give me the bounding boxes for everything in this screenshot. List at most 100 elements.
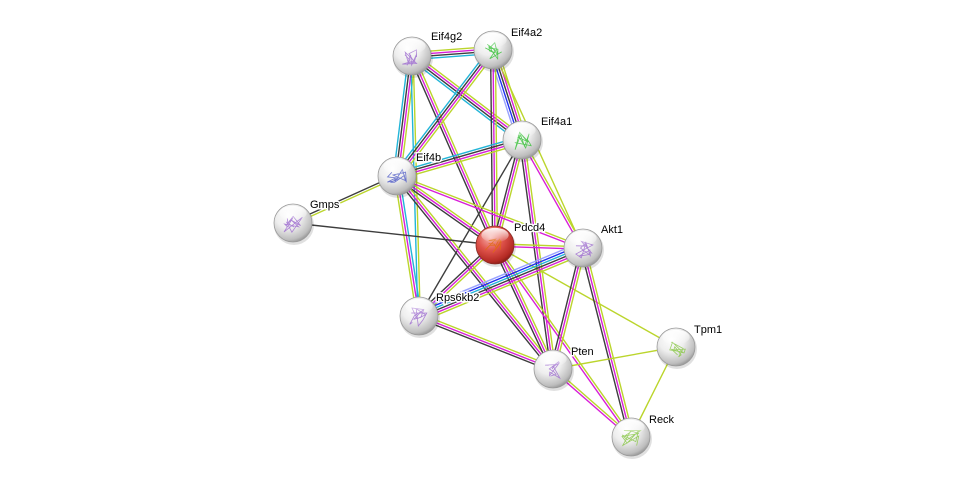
edge-evidence-black [395, 55, 412, 176]
node-label-halo: Eif4g2 [431, 31, 462, 43]
edge-gmps-pdcd4[interactable] [292, 222, 496, 246]
edge-evidence-yellow [554, 248, 587, 370]
node-gloss [383, 158, 411, 174]
protein-structure-icon [621, 430, 642, 447]
node-label: Eif4g2 [431, 31, 462, 43]
edge-evidence-yellow [419, 313, 555, 368]
node-gloss [481, 227, 509, 243]
edge-evidence-cyan [392, 55, 410, 176]
edge-evidence-yellow [584, 247, 635, 437]
edge-evidence-black [417, 317, 553, 372]
edge-evidence-yellow [421, 252, 586, 323]
edge-evidence-cyan [398, 175, 423, 316]
edge-pdcd4-tpm1[interactable] [494, 244, 677, 348]
edge-akt1-rps6kb2[interactable] [416, 241, 586, 323]
edge-evidence-black [394, 177, 552, 371]
edge-evidence-magenta [520, 140, 583, 249]
edge-akt1-pten[interactable] [549, 247, 587, 370]
node-label-halo: Gmps [310, 199, 340, 211]
protein-structure-icon [514, 131, 532, 150]
edge-evidence-black [292, 222, 496, 246]
node-label: Eif4a1 [541, 116, 572, 128]
edge-evidence-magenta [396, 175, 554, 370]
node-gloss [479, 32, 507, 48]
edge-eif4b-pten[interactable] [394, 174, 556, 371]
edge-evidence-magenta [494, 244, 554, 370]
node-label-halo: Eif4a1 [541, 116, 572, 128]
edge-evidence-magenta [418, 315, 554, 370]
edge-evidence-yellow [393, 176, 418, 317]
edge-eif4g2-eif4a1[interactable] [409, 52, 525, 144]
edge-evidence-yellow [494, 244, 677, 348]
node-label: Tpm1 [694, 324, 722, 336]
edge-eif4b-pdcd4[interactable] [395, 173, 497, 248]
node-gloss [539, 351, 567, 367]
protein-structure-icon [485, 41, 502, 61]
edge-evidence-black [396, 138, 522, 176]
edge-eif4a1-eif4b[interactable] [395, 135, 524, 181]
node-label-halo: Pdcd4 [514, 222, 545, 234]
edge-evidence-yellow [398, 174, 556, 368]
edge-akt1-reck[interactable] [579, 247, 635, 438]
edge-rps6kb2-pten[interactable] [417, 313, 555, 372]
node-gloss [508, 122, 536, 138]
node-gloss [662, 329, 690, 345]
edge-pten-tpm1[interactable] [552, 346, 677, 370]
edge-evidence-magenta [397, 50, 495, 178]
edge-evidence-yellow [494, 49, 499, 245]
edge-evidence-black [395, 48, 493, 176]
edge-evidence-black [579, 248, 630, 438]
edge-evidence-yellow [523, 139, 557, 369]
node-label: Gmps [310, 199, 340, 211]
edge-evidence-magenta [396, 175, 420, 317]
edge-eif4b-rps6kb2[interactable] [393, 175, 423, 317]
edge-evidence-yellow [397, 174, 584, 248]
edge-eif4a1-pten[interactable] [518, 139, 557, 370]
edge-evidence-yellow [397, 142, 524, 181]
node-label: Reck [649, 414, 675, 426]
node-gloss [569, 230, 597, 246]
edge-eif4a2-eif4b[interactable] [393, 47, 497, 179]
edge-evidence-black [492, 245, 552, 371]
edge-evidence-blue [417, 244, 582, 314]
node-gloss [279, 205, 307, 221]
node-gloss [398, 38, 426, 54]
edge-evidence-magenta [397, 140, 523, 178]
node-label-halo: Akt1 [601, 224, 623, 236]
edge-eif4b-akt1[interactable] [396, 174, 584, 250]
edge-evidence-magenta [521, 139, 554, 370]
edge-evidence-cyan [409, 58, 521, 144]
edge-evidence-magenta [411, 55, 496, 246]
edge-evidence-black [518, 140, 552, 370]
node-label-halo: Reck [649, 414, 675, 426]
node-label: Rps6kb2 [436, 292, 479, 304]
edge-evidence-cyan [393, 47, 491, 175]
edge-evidence-black [410, 56, 522, 142]
edge-evidence-yellow [412, 55, 421, 316]
edge-eif4a1-akt1[interactable] [520, 139, 585, 249]
node-label: Akt1 [601, 224, 623, 236]
edge-evidence-black [419, 248, 584, 318]
node-label: Pten [571, 346, 594, 358]
edge-evidence-yellow [413, 54, 498, 245]
edge-evidence-yellow [522, 139, 585, 248]
node-gloss [405, 298, 433, 314]
edge-evidence-magenta [582, 247, 632, 438]
node-gloss [617, 419, 645, 435]
edge-evidence-cyan [418, 246, 583, 316]
edge-evidence-black [395, 177, 495, 248]
edge-evidence-magenta [396, 175, 496, 246]
protein-structure-icon [402, 49, 418, 67]
